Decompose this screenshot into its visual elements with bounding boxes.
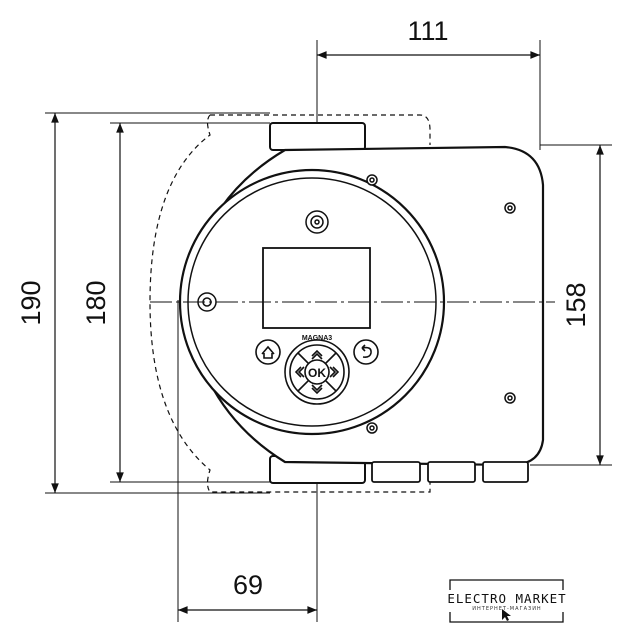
connector-2 (427, 461, 476, 483)
connector-1 (371, 461, 421, 483)
ok-button[interactable] (304, 359, 330, 385)
arrow-down-icon[interactable] (311, 384, 323, 395)
arrow-left-icon[interactable] (294, 366, 305, 378)
home-button[interactable] (255, 339, 281, 365)
display-screen (262, 247, 371, 329)
dashed-outline (149, 114, 431, 493)
arrow-up-icon[interactable] (311, 349, 323, 360)
logo-title: ELECTRO MARKET (447, 591, 566, 606)
dim-label-158: 158 (561, 282, 591, 327)
dim-label-111: 111 (407, 16, 448, 46)
cursor-icon (502, 609, 511, 621)
dim-label-69: 69 (233, 570, 263, 600)
pump-body (178, 122, 545, 484)
logo-subtitle: ИНТЕРНЕТ-МАГАЗИН (472, 606, 541, 612)
back-icon (361, 344, 372, 358)
brand-label: MAGNA3 (302, 335, 332, 342)
back-button[interactable] (353, 339, 379, 365)
connector-3 (482, 461, 529, 483)
top-port (269, 122, 366, 151)
electro-market-logo (449, 579, 564, 623)
dim-label-180: 180 (81, 280, 111, 325)
arrow-right-icon[interactable] (329, 366, 340, 378)
home-icon (261, 345, 275, 359)
ok-label: OK (308, 366, 326, 380)
dim-label-190: 190 (16, 280, 46, 325)
